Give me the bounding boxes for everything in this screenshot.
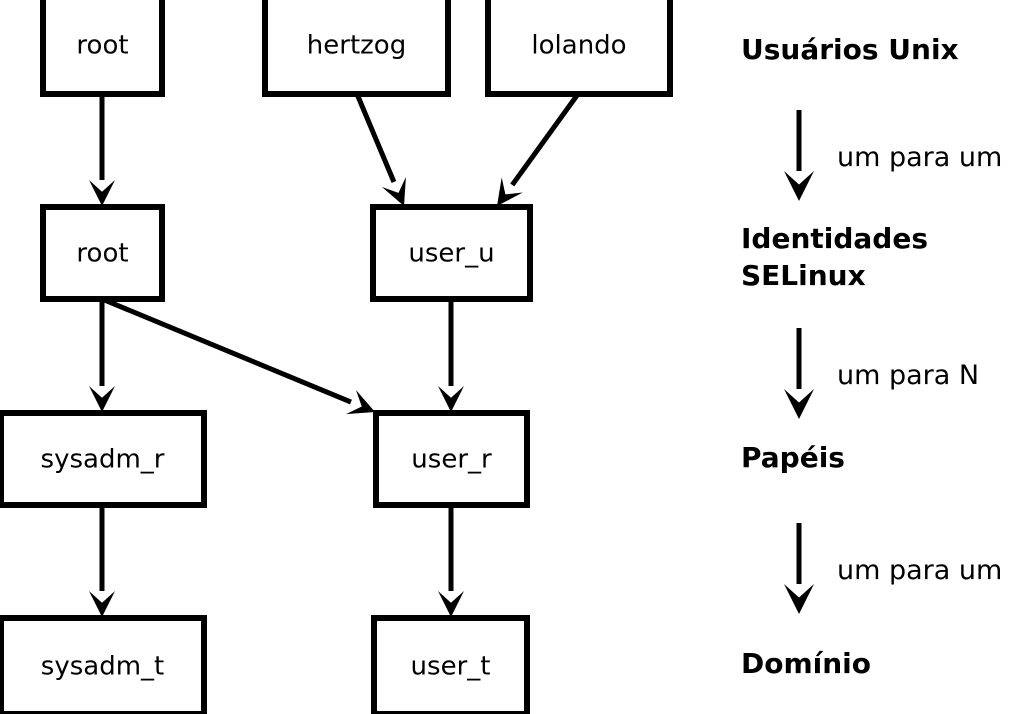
stage-selinux-id-2: SELinux [741, 259, 866, 292]
edge-unix_lolando-to-sel_user_u [497, 92, 581, 206]
node-dom_sysadm[interactable]: sysadm_t [0, 615, 207, 714]
node-unix_hertzog[interactable]: hertzog [262, 0, 451, 97]
node-label: user_t [411, 652, 491, 682]
node-box[interactable] [373, 410, 530, 508]
stage-unix-users: Usuários Unix [741, 33, 959, 66]
node-sel_user_u[interactable]: user_u [370, 204, 533, 302]
arrow-head-icon [346, 390, 375, 415]
node-box[interactable] [262, 0, 451, 97]
edge-sel_root-to-role_user [101, 296, 375, 415]
node-unix_lolando[interactable]: lolando [485, 0, 673, 97]
arrow-head-icon [497, 177, 523, 206]
arrow-head-icon [784, 389, 814, 419]
node-label: sysadm_t [41, 652, 164, 682]
node-box[interactable] [371, 615, 530, 714]
legend-arrow-1: um para um [784, 110, 1002, 201]
node-dom_user[interactable]: user_t [371, 615, 530, 714]
edge-unix_root-to-sel_root [89, 94, 115, 206]
edges-layer [89, 92, 581, 617]
node-label: sysadm_r [41, 445, 165, 475]
node-box[interactable] [485, 0, 673, 97]
stage-domain: Domínio [741, 647, 871, 680]
stage-roles: Papéis [741, 441, 845, 474]
edge-unix_hertzog-to-sel_user_u [354, 93, 406, 206]
arrow-head-icon [438, 591, 464, 617]
edge-line [101, 296, 352, 405]
edge-sel_root-to-role_sysadm [89, 299, 115, 412]
node-label: user_r [411, 445, 492, 475]
node-box[interactable] [40, 204, 165, 302]
node-role_user[interactable]: user_r [373, 410, 530, 508]
arrow-head-icon [784, 584, 814, 614]
edge-sel_user_u-to-role_user [438, 299, 464, 412]
arrow-head-icon [89, 591, 115, 617]
node-label: hertzog [307, 31, 406, 61]
legend-arrow-3-label: um para um [837, 555, 1002, 586]
legend-arrow-2: um para N [784, 328, 979, 419]
stage-selinux-id-1: Identidades [741, 222, 928, 255]
node-box[interactable] [370, 204, 533, 302]
arrow-head-icon [784, 171, 814, 201]
arrow-head-icon [381, 176, 406, 206]
node-role_sysadm[interactable]: sysadm_r [0, 410, 207, 508]
edge-line [354, 93, 397, 183]
arrow-head-icon [89, 386, 115, 412]
legend-arrow-2-label: um para N [837, 360, 979, 391]
edge-line [510, 92, 581, 187]
edge-role_sysadm-to-dom_sysadm [89, 505, 115, 617]
arrow-head-icon [438, 386, 464, 412]
legend-arrow-3: um para um [784, 523, 1002, 614]
edge-role_user-to-dom_user [438, 505, 464, 617]
node-label: lolando [531, 31, 626, 61]
node-box[interactable] [0, 410, 207, 508]
node-unix_root[interactable]: root [40, 0, 165, 97]
node-label: user_u [408, 239, 494, 269]
legend-column: Usuários UnixIdentidadesSELinuxPapéisDom… [741, 33, 1002, 680]
node-box[interactable] [0, 615, 207, 714]
node-label: root [76, 31, 128, 61]
node-sel_root[interactable]: root [40, 204, 165, 302]
node-label: root [76, 239, 128, 269]
node-box[interactable] [40, 0, 165, 97]
legend-arrow-1-label: um para um [837, 142, 1002, 173]
arrow-head-icon [89, 180, 115, 206]
